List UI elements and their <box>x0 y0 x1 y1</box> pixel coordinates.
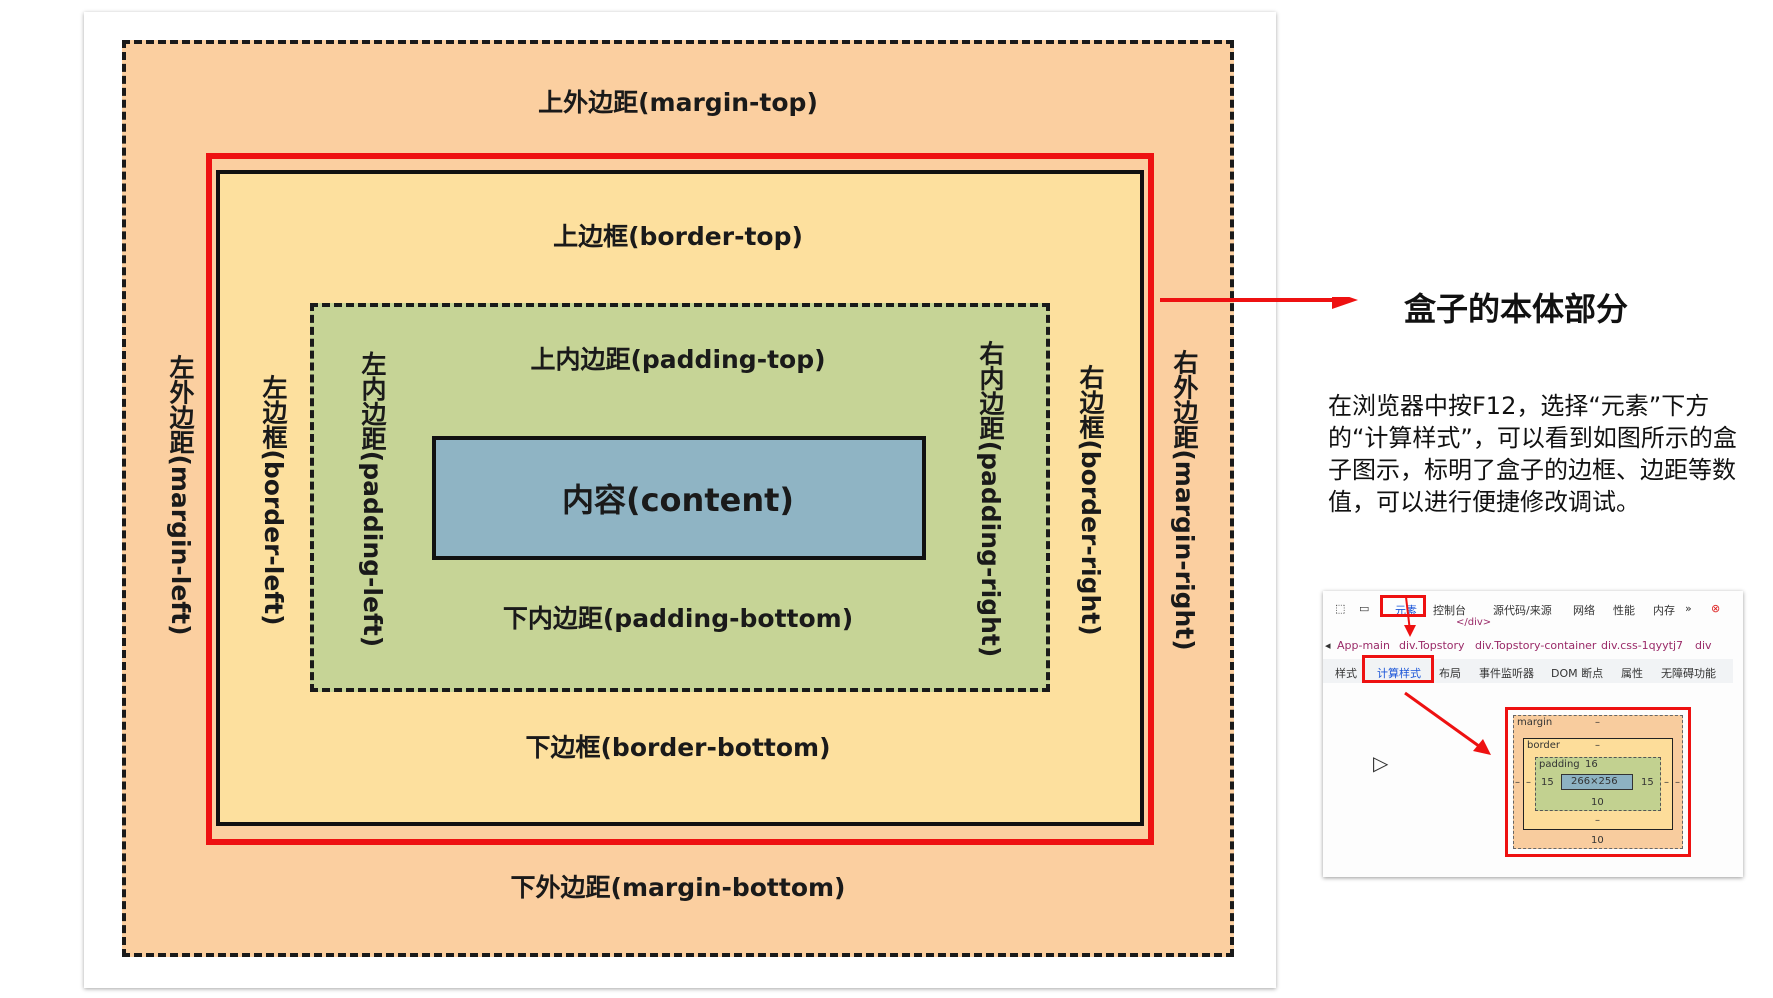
devtools-screenshot: ⬚ ▭ 元素 控制台 源代码/来源 网络 性能 内存 » ⊗ </div> ◂ … <box>1323 591 1743 877</box>
devtools-description: 在浏览器中按F12，选择“元素”下方的“计算样式”，可以看到如图所示的盒子图示，… <box>1328 392 1737 516</box>
subtab-accessibility[interactable]: 无障碍功能 <box>1661 667 1716 680</box>
mini-padding-left: 15 <box>1541 777 1554 788</box>
more-tabs-icon[interactable]: » <box>1685 602 1692 615</box>
mini-border-top: – <box>1595 740 1600 751</box>
box-model-highlight <box>1505 707 1691 857</box>
margin-left-label: 左外边距(margin-left) <box>166 354 195 636</box>
padding-bottom-label: 下内边距(padding-bottom) <box>502 604 854 633</box>
box-body-outline <box>206 153 1154 845</box>
mini-content-size: 266×256 <box>1571 776 1618 787</box>
div-tag: </div> <box>1456 617 1492 628</box>
mini-border-right: – <box>1664 777 1669 788</box>
content-label: 内容(content) <box>561 481 795 519</box>
margin-bottom-label: 下外边距(margin-bottom) <box>510 873 846 902</box>
mini-padding-bottom: 10 <box>1591 797 1604 808</box>
tab-performance[interactable]: 性能 <box>1613 604 1635 617</box>
subtab-event-listeners[interactable]: 事件监听器 <box>1479 667 1534 680</box>
devtools-tabs: ⬚ ▭ 元素 控制台 源代码/来源 网络 性能 内存 » ⊗ <box>1323 597 1743 619</box>
mini-margin-top: – <box>1595 717 1600 728</box>
tab-memory[interactable]: 内存 <box>1653 604 1675 617</box>
subtab-layout[interactable]: 布局 <box>1439 667 1461 680</box>
mini-margin-left: – <box>1515 777 1520 788</box>
margin-top-label: 上外边距(margin-top) <box>538 88 818 117</box>
subtab-dom-breakpoints[interactable]: DOM 断点 <box>1551 667 1604 680</box>
mini-margin-right: – <box>1675 777 1680 788</box>
mini-padding-label: padding <box>1539 759 1580 770</box>
mini-margin-bottom: 10 <box>1591 835 1604 846</box>
border-bottom-label: 下边框(border-bottom) <box>525 733 831 762</box>
subtab-styles[interactable]: 样式 <box>1335 667 1357 680</box>
mini-border-label: border <box>1527 740 1561 751</box>
content-area <box>432 436 926 560</box>
subtab-properties[interactable]: 属性 <box>1621 667 1643 680</box>
border-left-label: 左边框(border-left) <box>259 374 288 626</box>
error-icon: ⊗ <box>1711 602 1721 615</box>
breadcrumb-item[interactable]: div <box>1695 639 1712 652</box>
mini-padding-top: 16 <box>1585 759 1598 770</box>
breadcrumb-back-icon[interactable]: ◂ <box>1325 639 1331 652</box>
mini-content-area <box>1561 774 1633 790</box>
computed-highlight <box>1362 655 1434 683</box>
border-top-label: 上边框(border-top) <box>553 222 803 251</box>
margin-right-label: 右外边距(margin-right) <box>1170 349 1199 651</box>
padding-left-label: 左内边距(padding-left) <box>358 350 387 648</box>
subtab-computed[interactable]: 计算样式 <box>1377 667 1421 680</box>
pointer-arrow-icon <box>1404 596 1491 755</box>
breadcrumb-item[interactable]: App-main <box>1337 639 1390 652</box>
breadcrumb-item[interactable]: div.css-1qyytj7 <box>1601 639 1684 652</box>
mini-border-left: – <box>1526 777 1531 788</box>
subtabs: 样式 计算样式 布局 事件监听器 DOM 断点 属性 无障碍功能 <box>1323 659 1733 683</box>
breadcrumb-item[interactable]: div.Topstory-container <box>1475 639 1597 652</box>
tab-elements[interactable]: 元素 <box>1395 604 1417 617</box>
elements-highlight <box>1380 595 1426 617</box>
arrow-icon <box>1160 297 1358 309</box>
cursor-icon: ▷ <box>1373 751 1389 775</box>
tab-network[interactable]: 网络 <box>1573 604 1595 617</box>
mini-border-bottom: – <box>1595 815 1600 826</box>
device-icon[interactable]: ▭ <box>1359 602 1370 615</box>
tab-sources[interactable]: 源代码/来源 <box>1493 604 1552 617</box>
padding-right-label: 右内边距(padding-right) <box>976 340 1005 658</box>
border-right-label: 右边框(border-right) <box>1076 364 1105 636</box>
padding-top-label: 上内边距(padding-top) <box>530 345 826 374</box>
breadcrumb: ◂ App-main div.Topstory div.Topstory-con… <box>1323 635 1743 655</box>
tab-console[interactable]: 控制台 <box>1433 604 1466 617</box>
mini-margin-label: margin <box>1517 717 1553 728</box>
box-body-label: 盒子的本体部分 <box>1404 290 1629 328</box>
inspect-icon[interactable]: ⬚ <box>1335 602 1346 615</box>
breadcrumb-item[interactable]: div.Topstory <box>1399 639 1465 652</box>
mini-padding-right: 15 <box>1641 777 1654 788</box>
